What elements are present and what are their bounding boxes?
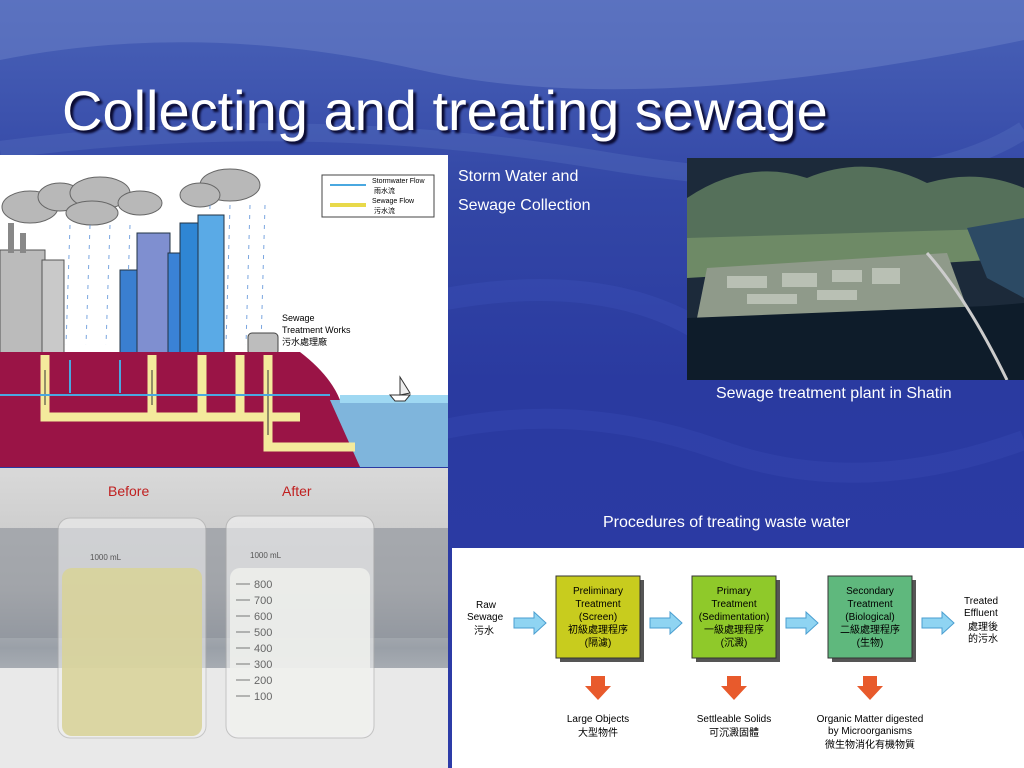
after-label: After bbox=[282, 483, 312, 499]
treated-effluent-label: Treated bbox=[964, 596, 998, 607]
after-beaker: 1000 mL 800 700 600 500 400 300 200 100 bbox=[225, 515, 375, 739]
stage-text: (沉澱) bbox=[721, 636, 748, 649]
svg-text:Effluent: Effluent bbox=[964, 608, 998, 619]
scale-label: 100 bbox=[254, 691, 272, 703]
svg-text:污水: 污水 bbox=[474, 625, 494, 637]
shatin-plant-photo bbox=[687, 158, 1024, 380]
sewage-collection-diagram: Stormwater Flow 雨水流 Sewage Flow 污水流 Sewa… bbox=[0, 155, 448, 467]
stage-output-zh: 微生物消化有機物質 bbox=[825, 738, 915, 751]
stage-text: Secondary bbox=[846, 586, 894, 597]
stage-text: (Sedimentation) bbox=[699, 612, 770, 623]
plant-caption: Sewage treatment plant in Shatin bbox=[716, 385, 952, 402]
stage-text: Treatment bbox=[711, 599, 756, 610]
svg-text:1000 mL: 1000 mL bbox=[250, 551, 282, 560]
svg-text:污水流: 污水流 bbox=[374, 206, 395, 215]
svg-text:污水處理廠: 污水處理廠 bbox=[282, 336, 327, 347]
svg-text:處理後: 處理後 bbox=[968, 620, 998, 633]
stage-text: (Biological) bbox=[845, 612, 894, 623]
svg-text:1000 mL: 1000 mL bbox=[90, 553, 122, 562]
before-after-photo: Before After 1000 mL 1000 mL 800 700 600 50… bbox=[0, 468, 448, 768]
stage-output: Large Objects bbox=[567, 714, 629, 725]
scale-label: 400 bbox=[254, 643, 272, 655]
scale-label: 500 bbox=[254, 627, 272, 639]
stage-text: Treatment bbox=[847, 599, 892, 610]
down-arrow-icon bbox=[857, 676, 883, 700]
slide-title: Collecting and treating sewage bbox=[62, 79, 828, 142]
raw-sewage-label: Raw bbox=[476, 600, 497, 611]
svg-text:雨水流: 雨水流 bbox=[374, 186, 395, 195]
scale-label: 800 bbox=[254, 579, 272, 591]
stage-text: 二級處理程序 bbox=[840, 623, 900, 636]
stage-text: (隔濾) bbox=[585, 636, 612, 649]
stage-output: Settleable Solids bbox=[697, 714, 772, 725]
scale-label: 700 bbox=[254, 595, 272, 607]
stage-text: 一級處理程序 bbox=[704, 623, 764, 636]
legend-stormwater: Stormwater Flow bbox=[372, 178, 425, 185]
stage-text: (生物) bbox=[857, 636, 884, 649]
stage-text: Treatment bbox=[575, 599, 620, 610]
scale-label: 600 bbox=[254, 611, 272, 623]
procedures-caption: Procedures of treating waste water bbox=[603, 514, 851, 531]
down-arrow-icon bbox=[721, 676, 747, 700]
stage-text: Preliminary bbox=[573, 586, 623, 597]
scale-label: 200 bbox=[254, 675, 272, 687]
svg-text:Sewage: Sewage bbox=[467, 612, 504, 623]
storm-caption-1: Storm Water and bbox=[458, 168, 579, 185]
stage-output-zh: 可沉澱固體 bbox=[709, 726, 759, 739]
before-beaker: 1000 mL bbox=[57, 517, 207, 739]
before-label: Before bbox=[108, 483, 149, 499]
legend: Stormwater Flow 雨水流 Sewage Flow 污水流 bbox=[321, 174, 435, 218]
down-arrow-icon bbox=[585, 676, 611, 700]
svg-text:Treatment Works: Treatment Works bbox=[282, 325, 351, 335]
scale-label: 300 bbox=[254, 659, 272, 671]
storm-caption-2: Sewage Collection bbox=[458, 197, 591, 214]
stage-text: 初級處理程序 bbox=[568, 623, 628, 636]
stage-output: by Microorganisms bbox=[828, 726, 912, 737]
legend-sewage: Sewage Flow bbox=[372, 198, 415, 205]
stage-output: Organic Matter digested bbox=[817, 714, 924, 725]
works-label: Sewage bbox=[282, 313, 315, 323]
cloud-icons bbox=[1, 168, 261, 226]
stage-text: Primary bbox=[717, 586, 751, 597]
stage-output-zh: 大型物件 bbox=[578, 726, 618, 739]
stage-text: (Screen) bbox=[579, 612, 617, 623]
flow-arrows bbox=[513, 610, 955, 636]
svg-text:的污水: 的污水 bbox=[968, 632, 998, 645]
